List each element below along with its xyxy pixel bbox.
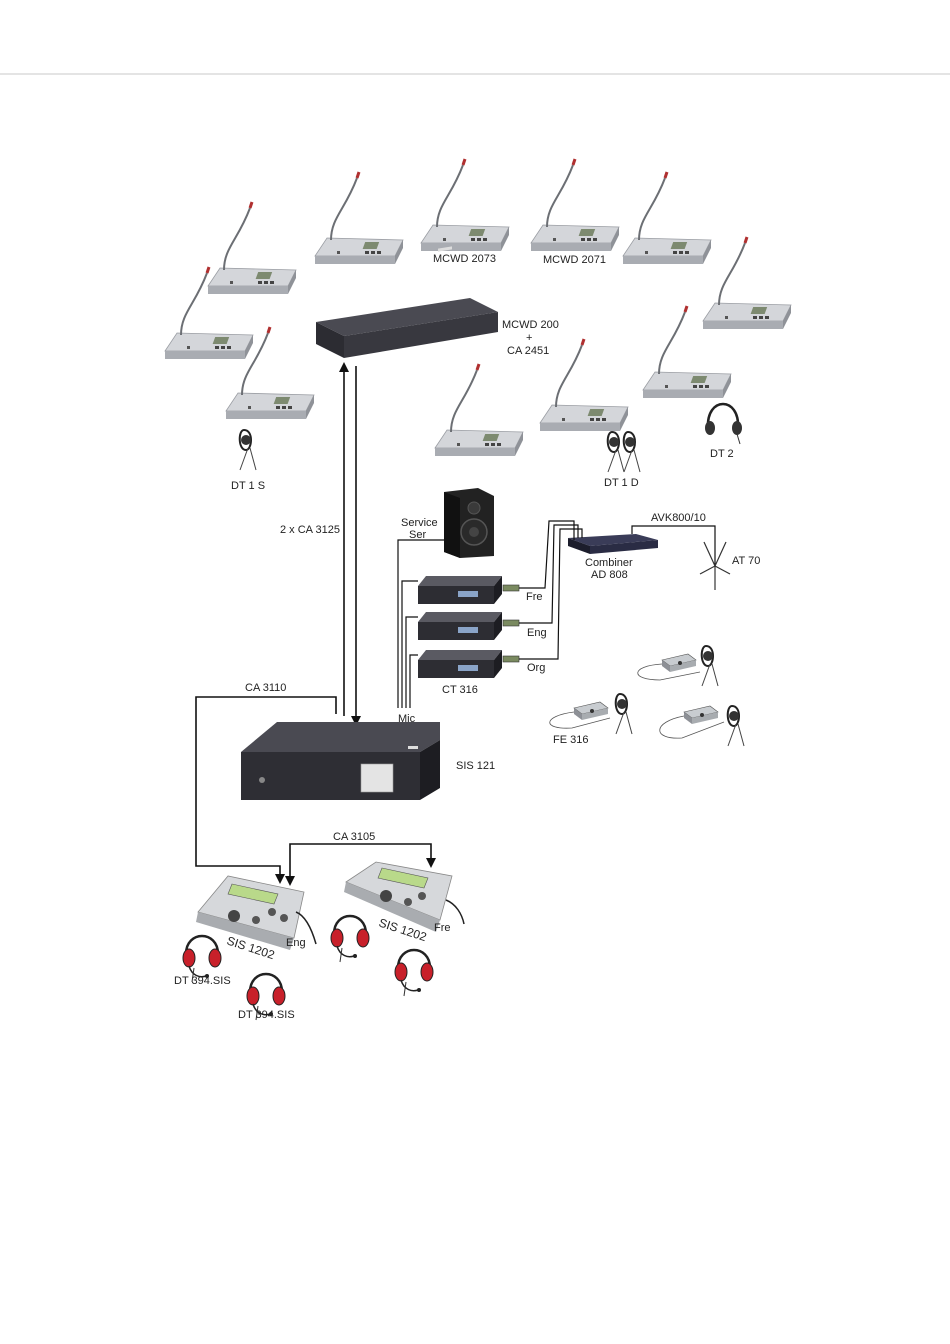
label-fe-316: FE 316 [553, 734, 588, 746]
label-service: Service [401, 517, 438, 529]
label-ser: Ser [409, 529, 426, 541]
label-org: Org [527, 662, 545, 674]
label-mcwd-2073: MCWD 2073 [433, 253, 496, 265]
label-eng-2: Eng [286, 937, 306, 949]
dt-1-d-headphone [608, 432, 640, 472]
delegate-unit-10 [540, 339, 628, 431]
ca-3125-cables [339, 362, 361, 726]
label-fre-2: Fre [434, 922, 451, 934]
label-sis-121: SIS 121 [456, 760, 495, 772]
label-dt-1-s: DT 1 S [231, 480, 265, 492]
label-dt-394-a: DT 394.SIS [174, 975, 231, 987]
delegate-unit-8 [703, 237, 791, 329]
label-mcwd-2071: MCWD 2071 [543, 254, 606, 266]
delegate-unit-mcwd-2071 [531, 159, 619, 251]
dt-2-headphone [705, 404, 742, 444]
dt-394-headphone-3 [331, 916, 369, 962]
label-ct-316: CT 316 [442, 684, 478, 696]
ct-316-transmitter-eng [418, 612, 502, 640]
label-at-70: AT 70 [732, 555, 760, 567]
label-dt-2: DT 2 [710, 448, 734, 460]
delegate-unit-5 [623, 172, 711, 264]
label-ca-2451: CA 2451 [507, 345, 549, 357]
service-speaker [444, 488, 494, 558]
label-avk: AVK800/10 [651, 512, 706, 524]
ct-316-transmitter-fre [418, 576, 502, 604]
label-dt-394-b: DT 394.SIS [238, 1009, 295, 1021]
fe-316-receiver-2 [550, 694, 632, 734]
label-ca-3105: CA 3105 [333, 831, 375, 843]
label-plus: + [526, 332, 532, 344]
fe-316-receiver-3 [660, 706, 744, 746]
label-fre-1: Fre [526, 591, 543, 603]
label-ca-3110: CA 3110 [245, 682, 286, 694]
label-ad-808: AD 808 [591, 569, 628, 581]
delegate-unit-1 [208, 202, 296, 294]
label-eng-1: Eng [527, 627, 547, 639]
label-combiner: Combiner [585, 557, 633, 569]
dt-1-s-headphone [240, 430, 256, 470]
ct-316-transmitter-org [418, 650, 502, 678]
fe-316-receiver-1 [638, 646, 718, 686]
label-mcwd-200: MCWD 200 [502, 319, 559, 331]
label-ca-3125: 2 x CA 3125 [280, 524, 340, 536]
antenna-connectors [503, 585, 519, 662]
dt-394-headphone-4 [395, 950, 433, 996]
label-dt-1-d: DT 1 D [604, 477, 639, 489]
delegate-unit-2 [315, 172, 403, 264]
delegate-unit-11 [435, 364, 523, 456]
delegate-unit-mcwd-2073 [421, 159, 509, 251]
sis-121-unit [241, 722, 440, 800]
